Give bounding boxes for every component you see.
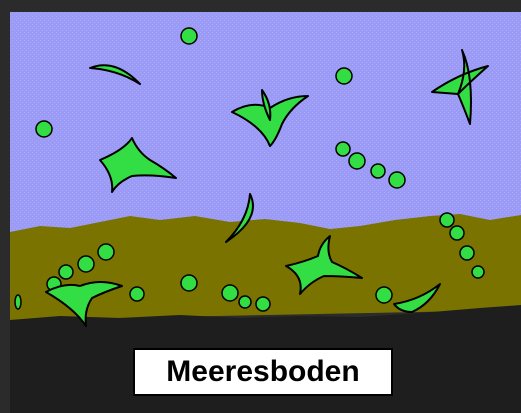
seafloor-label-box: Meeresboden	[133, 348, 393, 396]
round-cell	[181, 275, 197, 291]
round-cell	[371, 164, 385, 178]
round-cell	[336, 68, 352, 84]
round-cell	[376, 287, 392, 303]
round-cell	[181, 28, 197, 44]
round-cell	[98, 244, 114, 260]
round-cell	[460, 246, 474, 260]
seafloor-label: Meeresboden	[166, 355, 359, 389]
round-cell	[389, 172, 405, 188]
round-cell	[349, 153, 365, 169]
round-cell	[222, 285, 238, 301]
round-cell	[15, 295, 21, 309]
round-cell	[336, 142, 350, 156]
round-cell	[440, 213, 454, 227]
round-cell	[59, 265, 73, 279]
round-cell	[36, 121, 52, 137]
round-cell	[239, 296, 251, 308]
round-cell	[472, 266, 484, 278]
round-cell	[450, 226, 464, 240]
round-cell	[130, 287, 144, 301]
round-cell	[78, 256, 94, 272]
round-cell	[256, 297, 270, 311]
